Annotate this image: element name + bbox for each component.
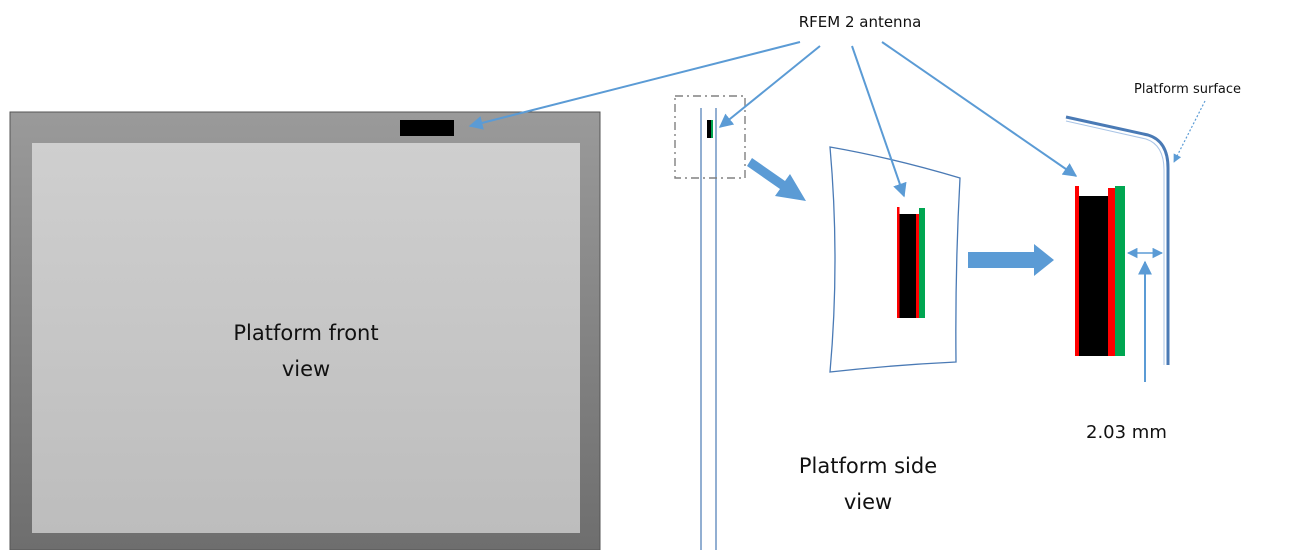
zoom-1-red-layer-left — [897, 207, 900, 318]
antenna-layer-green-small — [711, 120, 713, 138]
antenna-label: RFEM 2 antenna — [799, 13, 922, 31]
zoom-2-antenna-body — [1079, 196, 1110, 356]
leader-to-side-profile — [718, 45, 821, 128]
platform-surface-outline — [1065, 115, 1170, 365]
front-view-label-line2: view — [282, 357, 330, 381]
platform-side-profile — [674, 95, 746, 550]
platform-surface-callout: Platform surface — [1134, 82, 1241, 163]
leader-to-front-view — [468, 41, 801, 130]
zoom-1-red-layer — [916, 214, 919, 318]
front-view-label-line1: Platform front — [233, 321, 378, 345]
gap-dimension: 2.03 mm — [1086, 247, 1167, 443]
platform-surface-leader — [1173, 100, 1206, 163]
platform-display-area — [32, 143, 580, 533]
zoom-detail-1 — [829, 146, 961, 373]
zoom-2-red-layer-left — [1075, 186, 1079, 356]
zoom-1-outline — [829, 146, 961, 373]
leader-to-zoom-2 — [881, 41, 1078, 177]
platform-surface-label: Platform surface — [1134, 82, 1241, 97]
zoom-1-antenna-body — [899, 214, 917, 318]
side-view-label-line1: Platform side — [799, 454, 937, 478]
leader-to-zoom-1 — [851, 45, 907, 198]
antenna-module-front — [400, 120, 454, 136]
detail-callout-box — [674, 95, 746, 179]
platform-front-view: Platform front view — [9, 111, 601, 550]
platform-surface-inner-edge — [1065, 120, 1165, 365]
antenna-callout: RFEM 2 antenna — [468, 13, 1078, 198]
zoom-2-green-layer — [1115, 186, 1125, 356]
side-view-label-line2: view — [844, 490, 892, 514]
zoom-arrow-1 — [747, 158, 806, 201]
gap-measurement-label: 2.03 mm — [1086, 422, 1167, 443]
zoom-detail-2 — [1065, 115, 1170, 365]
antenna-module-side-small — [707, 120, 712, 138]
zoom-2-red-layer — [1108, 188, 1115, 356]
zoom-arrow-2 — [968, 244, 1054, 276]
zoom-1-green-layer — [919, 208, 925, 318]
